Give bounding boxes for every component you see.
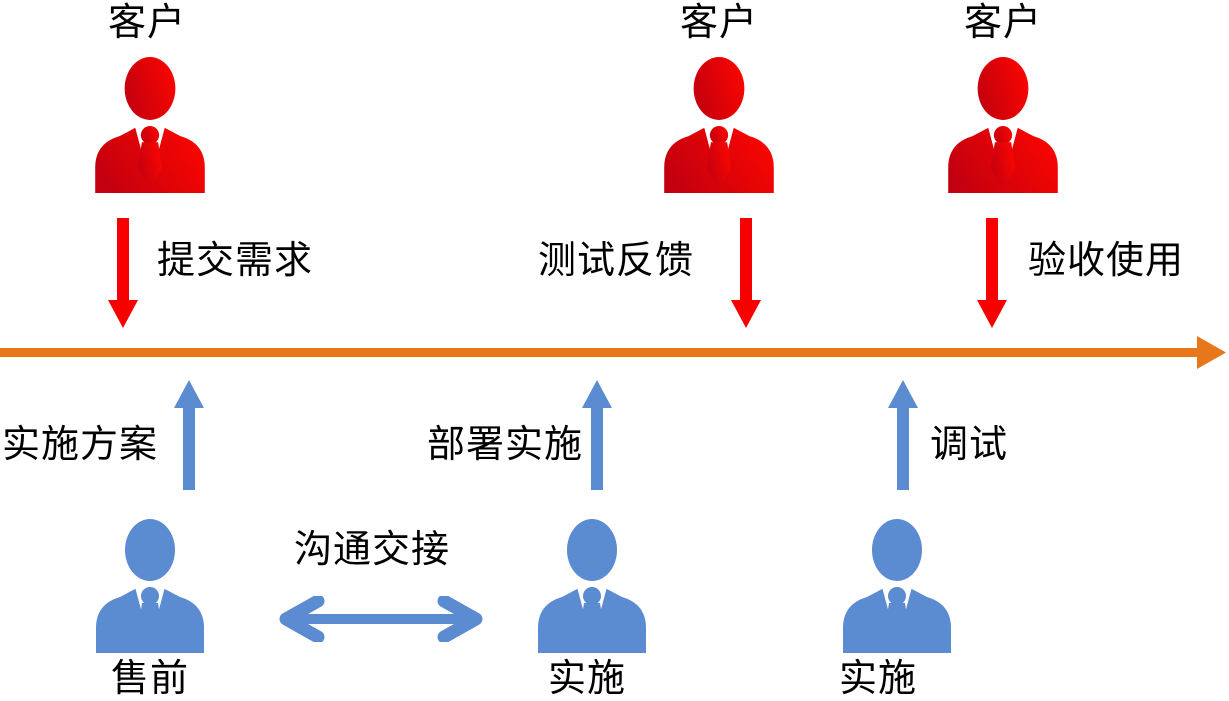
staff-person-icon (532, 516, 652, 653)
down-arrow-icon (977, 218, 1007, 328)
handover-label: 沟通交接 (293, 529, 451, 571)
staff-role-label: 售前 (110, 658, 190, 700)
staff-role-label: 实施 (838, 658, 918, 700)
down-arrow-icon (108, 218, 138, 328)
customer-role-label: 客户 (963, 2, 1043, 44)
customer-person-icon (89, 54, 211, 193)
staff-action-label: 部署实施 (427, 424, 584, 466)
up-arrow-icon (174, 380, 204, 490)
customer-person-icon (942, 54, 1064, 193)
customer-person-icon (658, 54, 780, 193)
timeline-arrow-icon (0, 336, 1226, 369)
customer-action-label: 测试反馈 (538, 240, 695, 282)
customer-role-label: 客户 (679, 2, 759, 44)
double-arrow-icon (279, 596, 483, 642)
staff-role-label: 实施 (547, 658, 627, 700)
staff-action-label: 实施方案 (2, 424, 159, 466)
down-arrow-icon (731, 218, 761, 328)
customer-action-label: 验收使用 (1028, 240, 1185, 282)
up-arrow-icon (582, 380, 612, 490)
staff-person-icon (90, 516, 210, 653)
customer-action-label: 提交需求 (157, 240, 314, 282)
up-arrow-icon (888, 380, 918, 490)
staff-action-label: 调试 (930, 424, 1009, 466)
staff-person-icon (837, 516, 957, 653)
customer-role-label: 客户 (107, 2, 187, 44)
